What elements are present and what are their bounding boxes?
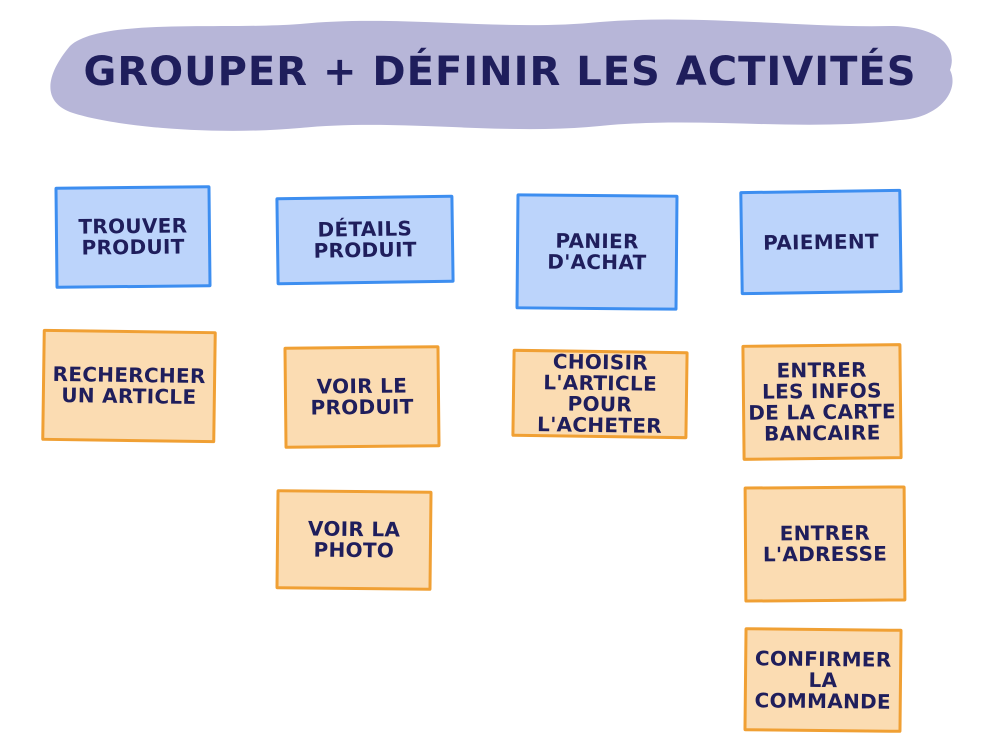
group-card-details-produit: DÉTAILS PRODUIT: [275, 194, 455, 286]
group-card-trouver-produit: TROUVER PRODUIT: [54, 185, 212, 289]
activity-card-voir-produit: VOIR LE PRODUIT: [283, 345, 441, 449]
activity-card-choisir-article: CHOISIR L'ARTICLE POUR L'ACHETER: [511, 348, 689, 440]
activity-card-rechercher-article: RECHERCHER UN ARTICLE: [41, 328, 217, 444]
activity-card-voir-photo: VOIR LA PHOTO: [275, 489, 433, 591]
title-highlight-band: [50, 19, 953, 131]
group-card-paiement: PAIEMENT: [739, 188, 903, 296]
page-title: GROUPER + DÉFINIR LES ACTIVITÉS: [83, 49, 917, 95]
activity-card-confirmer-commande: CONFIRMER LA COMMANDE: [743, 627, 903, 733]
activity-card-entrer-adresse: ENTRER L'ADRESSE: [743, 485, 907, 603]
group-card-panier-achat: PANIER D'ACHAT: [515, 193, 679, 311]
activity-card-infos-carte: ENTRER LES INFOS DE LA CARTE BANCAIRE: [741, 343, 903, 461]
